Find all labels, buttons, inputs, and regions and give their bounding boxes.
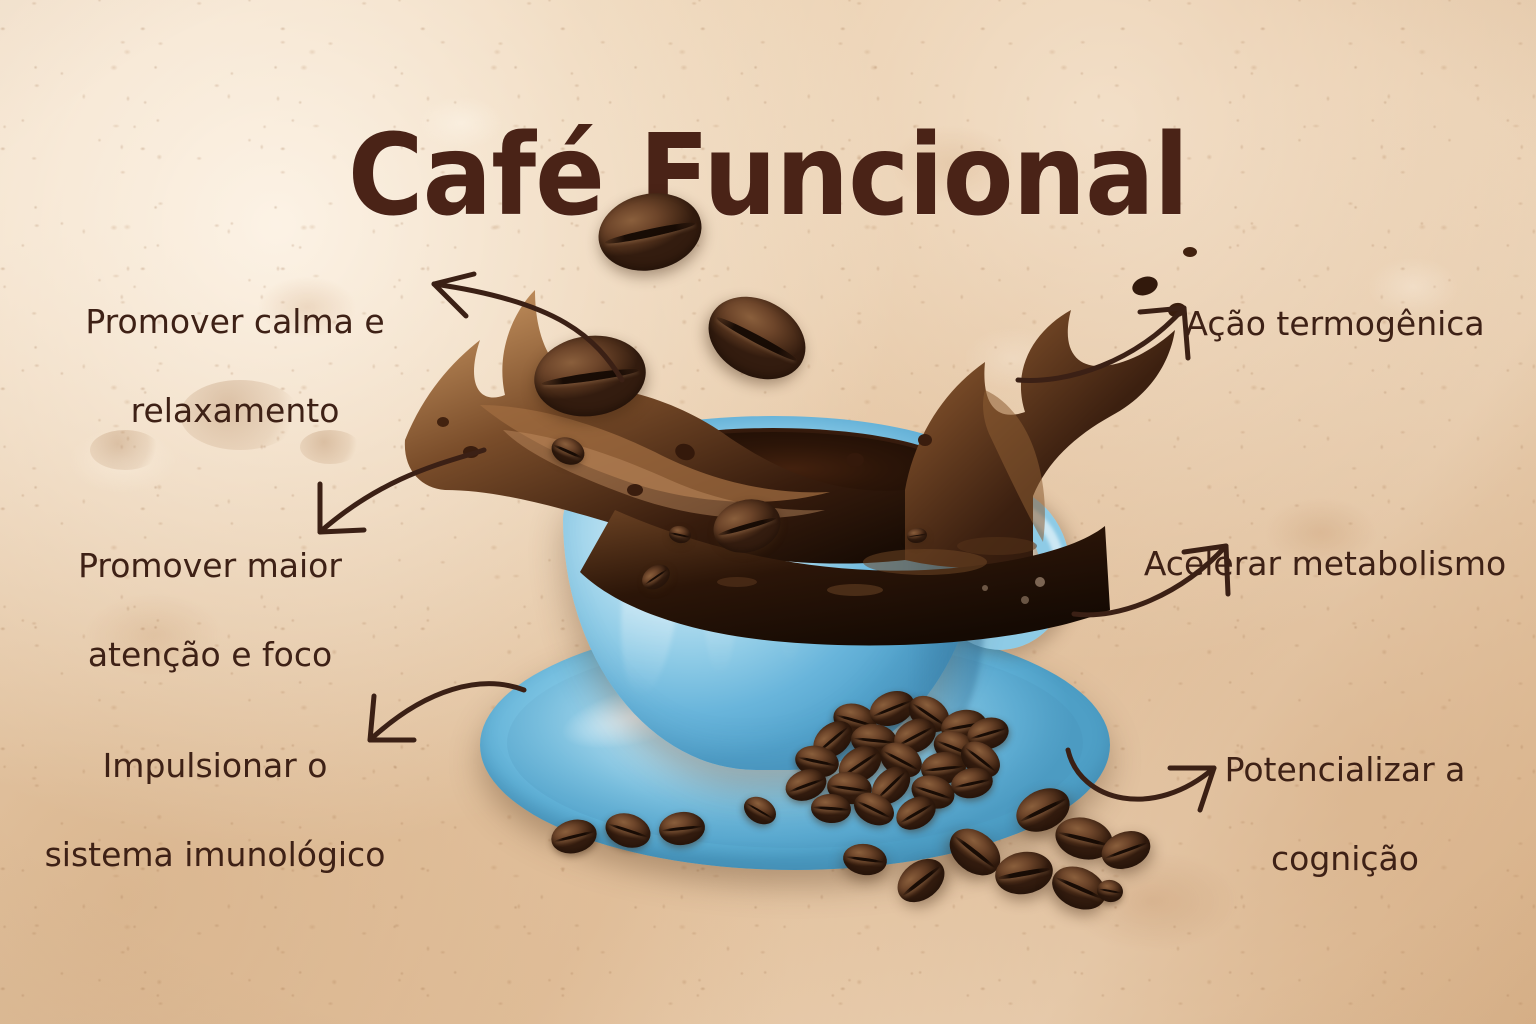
benefit-label-acelerar-metabolismo: Acelerar metabolismo [1125,498,1525,631]
benefit-line-1: Potencializar a [1224,750,1466,790]
coffee-splash [404,247,1197,646]
benefit-line-2: cognição [1271,838,1419,878]
benefit-label-potencializar-cognicao: Potencializar a cognição [1180,704,1510,925]
coffee-cup-illustration [404,247,1197,930]
benefit-label-sistema-imunologico: Impulsionar o sistema imunológico [20,700,410,921]
arrow-to-calma-relaxamento [410,252,640,392]
benefit-line-1: Promover maior [78,546,342,586]
benefit-line-1: Ação termogênica [1185,304,1485,344]
benefit-line-2: relaxamento [130,390,340,430]
benefit-line-1: Impulsionar o [102,746,328,786]
benefit-label-atencao-foco: Promover maior atenção e foco [40,500,380,721]
benefit-line-1: Acelerar metabolismo [1143,544,1507,584]
arrow-to-potencializar-cognicao [1058,724,1238,834]
benefit-line-1: Promover calma e [85,302,385,342]
benefit-label-calma-relaxamento: Promover calma e relaxamento [50,256,420,477]
arrow-to-atencao-foco [298,440,498,560]
benefit-line-2: sistema imunológico [44,834,386,874]
arrow-to-acelerar-metabolismo [1068,532,1248,632]
arrow-to-sistema-imunologico [352,668,532,778]
coffee-bean [991,847,1057,899]
arrow-to-acao-termogenica [1012,292,1212,402]
benefit-line-2: atenção e foco [87,634,333,674]
page-title: Café Funcional [347,111,1189,242]
benefit-label-acao-termogenica: Ação termogênica [1145,258,1525,391]
